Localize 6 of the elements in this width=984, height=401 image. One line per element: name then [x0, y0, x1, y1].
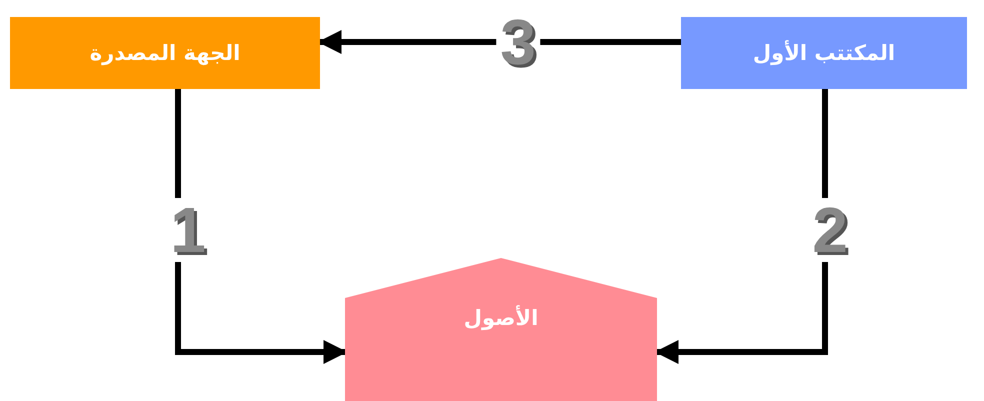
node-label: المكتتب الأول [752, 41, 896, 65]
process-box [681, 17, 967, 89]
house-shape [345, 258, 657, 401]
node-label: الأصول [464, 306, 538, 330]
process-box [10, 17, 320, 89]
node-label: الجهة المصدرة [90, 41, 240, 65]
